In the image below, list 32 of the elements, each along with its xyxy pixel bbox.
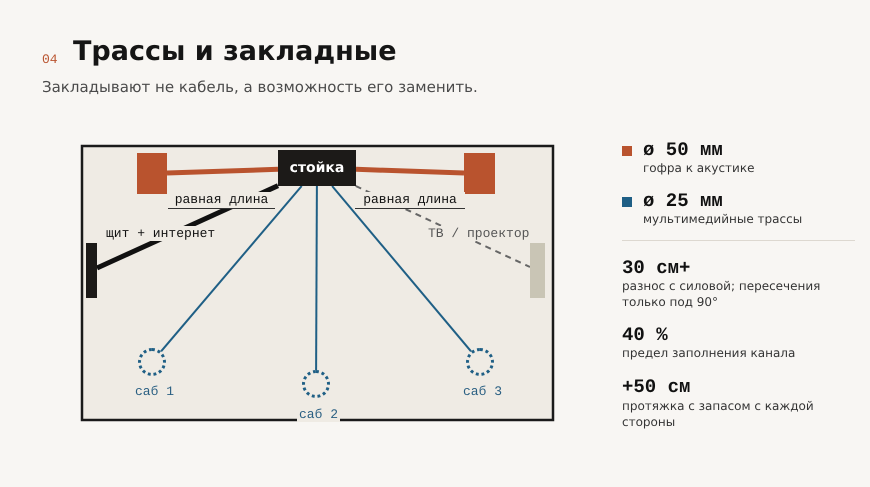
subwoofer-circle — [138, 348, 166, 376]
slide-title: Трассы и закладные — [73, 36, 397, 67]
legend-label: ø 25 мм — [643, 190, 723, 212]
speaker-box — [137, 153, 167, 194]
stat-description: разнос с силовой; пересечения только под 90° — [622, 278, 822, 310]
legend-description: мультимедийные трассы — [643, 212, 802, 226]
stat-value: +50 см — [622, 376, 690, 398]
subwoofer-circle — [302, 370, 330, 398]
legend-description: гофра к акустике — [643, 161, 754, 175]
wall-bar — [530, 243, 545, 298]
device-label: щит + интернет — [104, 226, 218, 241]
cable-line — [166, 166, 278, 176]
cable-line — [356, 166, 464, 176]
stat-value: 30 см+ — [622, 257, 690, 279]
stat-description: протяжка с запасом с каждой стороны — [622, 398, 815, 430]
legend-label: ø 50 мм — [643, 139, 723, 161]
slide-number: 04 — [42, 52, 58, 67]
length-note: равная длина — [168, 192, 275, 209]
cable-line — [331, 185, 472, 352]
cable-line — [160, 185, 302, 352]
node-label: стойка — [290, 160, 344, 176]
subwoofer-circle — [466, 348, 494, 376]
length-note: равная длина — [355, 192, 465, 209]
speaker-box — [464, 153, 495, 194]
stat-value: 40 % — [622, 324, 668, 346]
stat-description: предел заполнения канала — [622, 346, 796, 360]
wall-bar — [86, 243, 97, 298]
subtitle: Закладывают не кабель, а возможность его заменить. — [42, 78, 478, 96]
subwoofer-label: саб 2 — [297, 407, 340, 422]
device-label: ТВ / проектор — [426, 226, 532, 241]
rack-box — [278, 150, 356, 186]
cable-line — [315, 186, 318, 370]
